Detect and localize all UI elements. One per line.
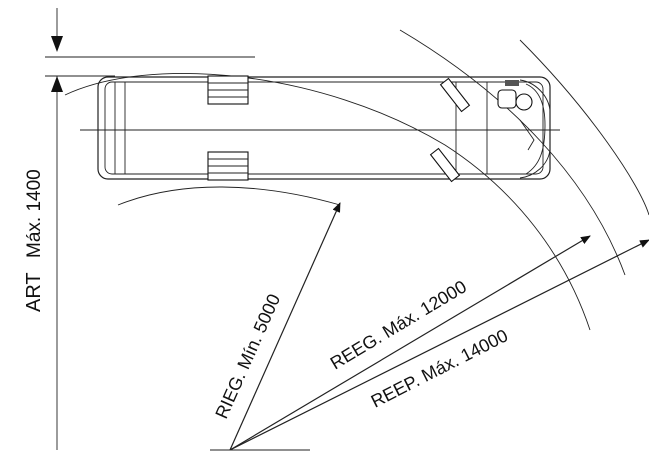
rear-left-wheel xyxy=(207,75,249,105)
bus-plan-view xyxy=(80,75,560,183)
rieg-label: RIEG. Mín. 5000 xyxy=(211,291,284,422)
turning-arcs xyxy=(64,29,649,331)
rieg-radius-line xyxy=(229,202,341,451)
art-label: ART xyxy=(23,272,45,312)
reeg-radius-line xyxy=(229,235,591,451)
rear-right-wheel xyxy=(207,151,249,181)
bus-body xyxy=(97,76,551,180)
front-left-wheel xyxy=(439,77,471,113)
inner-rear-arc xyxy=(117,186,341,206)
art-dimension xyxy=(45,8,255,450)
front-right-wheel xyxy=(429,147,461,183)
reep-radius-line xyxy=(229,239,649,451)
driver-seat xyxy=(497,89,517,109)
driver-cabin xyxy=(497,79,551,179)
bus-body-inner xyxy=(104,81,544,175)
outer-body-arc-farthest xyxy=(519,39,649,216)
art-value: Máx. 1400 xyxy=(24,169,45,258)
outer-body-arc-outer xyxy=(399,29,626,276)
radius-lines xyxy=(210,202,649,451)
steering-wheel xyxy=(515,93,533,111)
